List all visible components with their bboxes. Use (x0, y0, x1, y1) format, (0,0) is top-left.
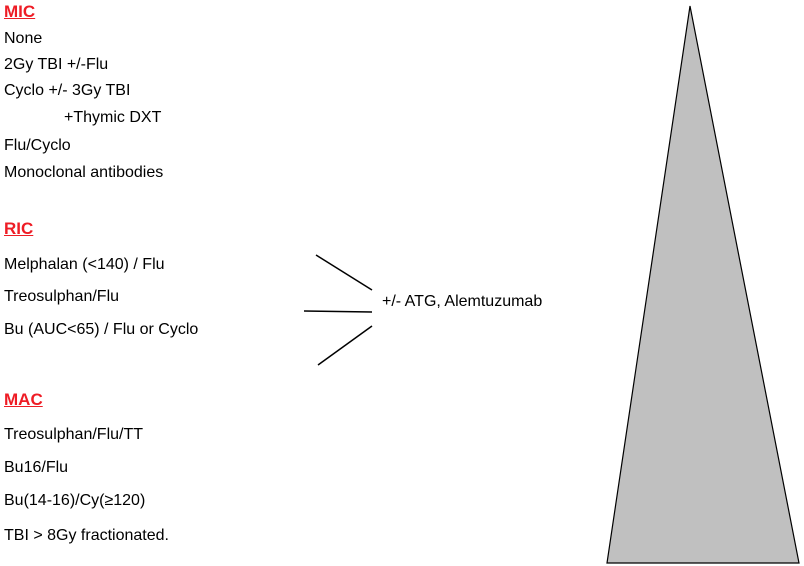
connector-label: +/- ATG, Alemtuzumab (382, 293, 543, 310)
intensity-triangle (606, 5, 800, 564)
group-heading-mac: MAC (4, 390, 43, 409)
mic-item: None (4, 30, 43, 47)
mac-item: Bu(14-16)/Cy(≥120) (4, 492, 146, 509)
mac-item: TBI > 8Gy fractionated. (4, 527, 169, 544)
ric-item: Treosulphan/Flu (4, 288, 120, 305)
mic-item: 2Gy TBI +/-Flu (4, 56, 109, 73)
group-heading-ric: RIC (4, 219, 34, 238)
ric-item: Melphalan (<140) / Flu (4, 256, 165, 273)
connector-line-upper (315, 254, 373, 291)
ric-item: Bu (AUC<65) / Flu or Cyclo (4, 321, 199, 338)
connector-line-middle (303, 310, 373, 313)
connector-line-lower (317, 325, 373, 366)
group-heading-mic: MIC (4, 2, 36, 21)
mic-item: Cyclo +/- 3Gy TBI (4, 82, 131, 99)
mic-item: Flu/Cyclo (4, 137, 71, 154)
mic-item: +Thymic DXT (64, 109, 162, 126)
mac-item: Bu16/Flu (4, 459, 69, 476)
mic-item: Monoclonal antibodies (4, 164, 164, 181)
mac-item: Treosulphan/Flu/TT (4, 426, 144, 443)
